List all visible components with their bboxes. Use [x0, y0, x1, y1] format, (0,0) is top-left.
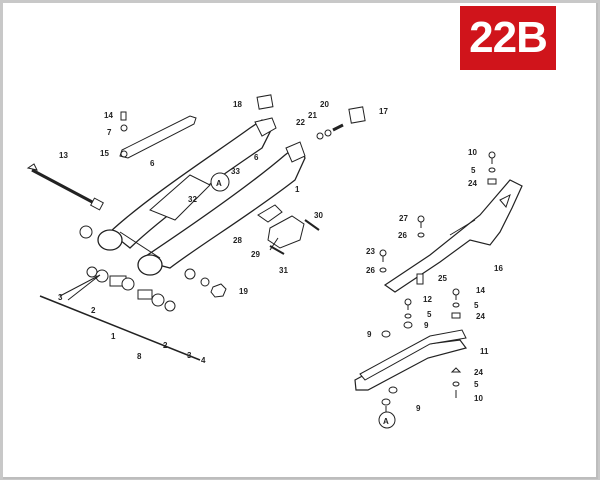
callout-4: 4 — [201, 356, 206, 365]
washer-22 — [316, 132, 324, 140]
ref-marker-a-lower: A — [383, 417, 389, 426]
fasteners-right: A — [378, 151, 497, 429]
callout-9c: 9 — [416, 404, 421, 413]
callout-17: 17 — [379, 107, 388, 116]
callout-26b: 26 — [366, 266, 375, 275]
callout-2: 2 — [91, 306, 96, 315]
callout-14b: 14 — [476, 286, 485, 295]
callout-7: 7 — [107, 128, 112, 137]
callout-2b: 2 — [163, 341, 168, 350]
callouts: 14 7 15 18 20 21 22 17 6 6 33 32 1 13 28… — [58, 100, 503, 413]
callout-25: 25 — [438, 274, 447, 283]
callout-24b: 24 — [476, 312, 485, 321]
callout-6: 6 — [150, 159, 155, 168]
callout-9: 9 — [424, 321, 429, 330]
ref-marker-a: A — [216, 179, 222, 188]
adjuster-block-17 — [348, 106, 366, 124]
callout-26: 26 — [398, 231, 407, 240]
callout-16: 16 — [494, 264, 503, 273]
callout-21: 21 — [308, 111, 317, 120]
callout-6b: 6 — [254, 153, 259, 162]
callout-19: 19 — [239, 287, 248, 296]
callout-23: 23 — [366, 247, 375, 256]
callout-28: 28 — [233, 236, 242, 245]
callout-5d: 5 — [474, 380, 479, 389]
chain-slider-upper — [119, 111, 197, 159]
callout-10: 10 — [468, 148, 477, 157]
callout-10b: 10 — [474, 394, 483, 403]
callout-15: 15 — [100, 149, 109, 158]
callout-14: 14 — [104, 111, 113, 120]
callout-29: 29 — [251, 250, 260, 259]
callout-9b: 9 — [367, 330, 372, 339]
callout-1b: 1 — [111, 332, 116, 341]
callout-22: 22 — [296, 118, 305, 127]
callout-5b: 5 — [427, 310, 432, 319]
callout-24c: 24 — [474, 368, 483, 377]
adjuster-block-18 — [256, 94, 274, 110]
callout-1: 1 — [295, 185, 300, 194]
callout-3: 3 — [58, 293, 63, 302]
callout-24: 24 — [468, 179, 477, 188]
callout-31: 31 — [279, 266, 288, 275]
callout-5c: 5 — [474, 301, 479, 310]
callout-13: 13 — [59, 151, 68, 160]
callout-33: 33 — [231, 167, 240, 176]
nut-21 — [324, 129, 332, 137]
callout-8: 8 — [137, 352, 142, 361]
callout-20: 20 — [320, 100, 329, 109]
callout-18: 18 — [233, 100, 242, 109]
callout-11: 11 — [480, 347, 489, 356]
callout-32: 32 — [188, 195, 197, 204]
chain-cover — [383, 179, 523, 293]
pivot-axle — [26, 163, 104, 211]
bolt-20 — [332, 123, 344, 132]
page-badge: 22B — [460, 6, 556, 70]
bushing-cluster — [39, 225, 227, 361]
callout-12: 12 — [423, 295, 432, 304]
swingarm: A — [97, 117, 306, 276]
chain-guide — [257, 204, 320, 255]
callout-5: 5 — [471, 166, 476, 175]
callout-27: 27 — [399, 214, 408, 223]
callout-30: 30 — [314, 211, 323, 220]
callout-3b: 3 — [187, 351, 192, 360]
chain-slider-lower — [354, 329, 468, 391]
